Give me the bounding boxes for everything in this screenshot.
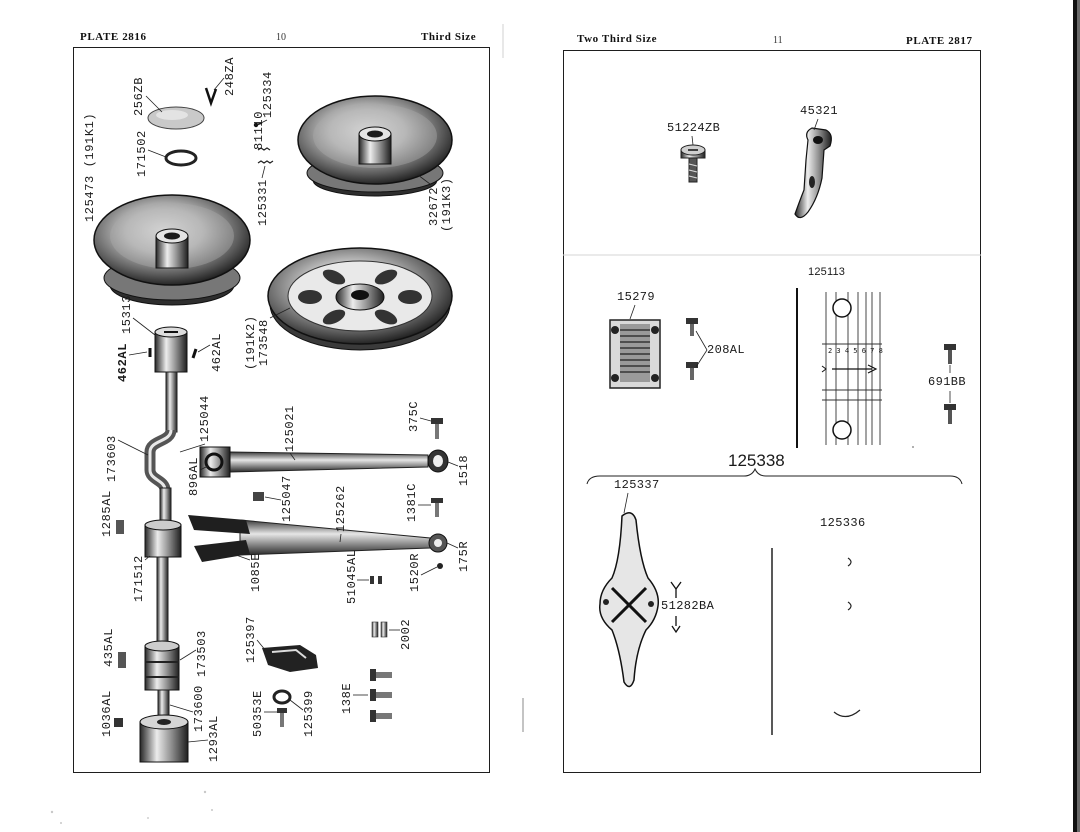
callout-171502: 171502 [135, 130, 149, 177]
callout-138e: 138E [340, 682, 354, 714]
callout-175r: 175R [457, 540, 471, 572]
callout-435al: 435AL [102, 627, 116, 667]
callout-51045al: 51045AL [345, 549, 359, 604]
callout-125047: 125047 [280, 475, 294, 522]
callout-15279: 15279 [617, 290, 656, 304]
callout-125336: 125336 [820, 516, 866, 530]
callout-2002: 2002 [399, 618, 413, 650]
callout-208al: 208AL [707, 343, 746, 357]
callout-125337: 125337 [614, 478, 660, 492]
callout-125399: 125399 [302, 690, 316, 737]
callout-1518: 1518 [457, 454, 471, 486]
callout-173600: 173600 [192, 685, 206, 732]
right-plate-frame [563, 50, 981, 773]
callout-125473: 125473 (191K1) [83, 112, 97, 222]
left-plate-frame [73, 47, 490, 773]
callout-1520r: 1520R [408, 552, 422, 592]
left-size-note: Third Size [421, 31, 477, 43]
callout-248za: 248ZA [223, 56, 237, 96]
callout-50353e: 50353E [251, 690, 265, 737]
callout-15313: 15313 [120, 294, 134, 334]
callout-256zb: 256ZB [132, 76, 146, 116]
right-page-number: 11 [773, 35, 783, 46]
callout-691bb: 691BB [928, 375, 967, 389]
callout-125334: 125334 [261, 71, 275, 118]
callout-32672: 32672 [427, 186, 441, 226]
callout-125113: 125113 [808, 266, 846, 278]
callout-375c: 375C [407, 400, 421, 432]
gauge-scale-numbers: 2 3 4 5 6 7 8 [828, 347, 883, 355]
callout-896al: 896AL [187, 456, 201, 496]
callout-125021: 125021 [283, 405, 297, 452]
callout-1381c: 1381C [405, 482, 419, 522]
callout-1285al: 1285AL [100, 490, 114, 537]
callout-51282ba: 51282BA [661, 599, 715, 613]
left-plate-number: PLATE 2816 [80, 31, 147, 43]
callout-191k3: (191K3) [440, 177, 454, 232]
left-page-number: 10 [276, 32, 286, 43]
callout-1036al: 1036AL [100, 690, 114, 737]
callout-125262: 125262 [334, 485, 348, 532]
callout-191k2: (191K2) [244, 315, 258, 370]
callout-462al-right: 462AL [210, 332, 224, 372]
callout-171512: 171512 [132, 555, 146, 602]
callout-45321: 45321 [800, 104, 839, 118]
callout-125331: 125331 [256, 179, 270, 226]
callout-462al-left: 462AL [116, 342, 130, 382]
callout-173603: 173603 [105, 435, 119, 482]
right-plate-number: PLATE 2817 [906, 35, 973, 47]
callout-1085e: 1085E [249, 552, 263, 592]
callout-173503: 173503 [195, 630, 209, 677]
callout-1293al: 1293AL [207, 715, 221, 762]
callout-125044: 125044 [198, 395, 212, 442]
callout-125338: 125338 [728, 451, 785, 470]
callout-173548: 173548 [257, 319, 271, 366]
callout-51224zb: 51224ZB [667, 121, 721, 135]
callout-125397: 125397 [244, 616, 258, 663]
right-size-note: Two Third Size [577, 33, 658, 45]
